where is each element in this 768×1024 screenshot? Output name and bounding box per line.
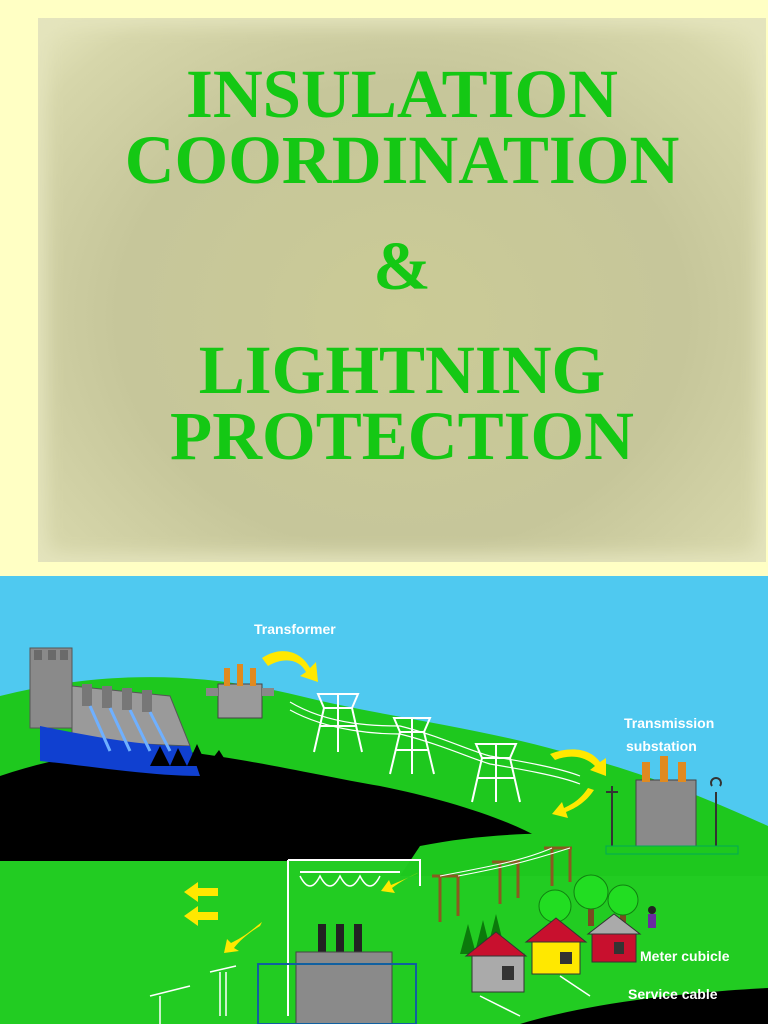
- tree-icon: [460, 874, 639, 954]
- transmission-substation-icon: [605, 756, 739, 855]
- person-icon: [648, 906, 656, 928]
- transmission-substation-label-line1: Transmission: [624, 715, 714, 731]
- power-distribution-diagram: Transformer Transmi: [0, 576, 768, 1024]
- title-panel: INSULATION COORDINATION & LIGHTNING PROT…: [38, 18, 766, 562]
- transformer-label: Transformer: [254, 621, 336, 637]
- transmission-tower-icon: [313, 693, 521, 803]
- title-line-protection: PROTECTION: [170, 398, 634, 474]
- house-icon: [464, 913, 642, 993]
- title-ampersand: &: [373, 228, 431, 304]
- service-cable-label: Service cable: [628, 986, 718, 1002]
- distribution-pole-icon: [149, 965, 237, 1024]
- title-line-lightning: LIGHTNING: [198, 332, 606, 408]
- road: [520, 988, 768, 1024]
- meter-cubicle-label: Meter cubicle: [640, 948, 730, 964]
- transformer-icon: [206, 664, 274, 719]
- title-line-insulation: INSULATION: [186, 56, 618, 132]
- zone-substation-icon: [257, 859, 421, 1024]
- title-line-coordination: COORDINATION: [124, 122, 680, 198]
- dark-hill: [0, 749, 555, 868]
- flow-arrow-icon: [184, 651, 606, 953]
- foreground-grass: [0, 861, 768, 1024]
- transmission-substation-label-line2: substation: [626, 738, 697, 754]
- distribution-pole-icon: [432, 846, 572, 922]
